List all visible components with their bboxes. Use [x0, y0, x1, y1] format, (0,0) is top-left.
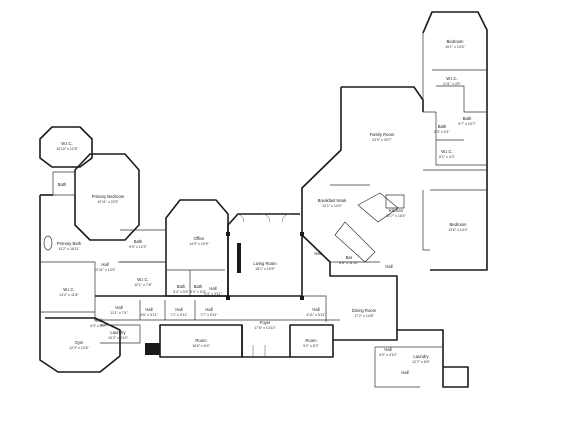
room-label-hall-e: Hall: [205, 307, 212, 312]
room-dims-breakfast-nook: 12'1" x 14'0": [322, 204, 342, 208]
room-label-room-right: Room: [305, 338, 317, 343]
room-label-laundry-left: Laundry: [110, 330, 126, 335]
room-label-bath-a: Bath: [177, 284, 186, 289]
room-dims-primary-bath: 13'2" x 18'11": [58, 247, 80, 251]
room-label-hall-f: Hall: [312, 307, 319, 312]
room-dims-wic-small: 12'1" x 7'8": [134, 283, 152, 287]
room-dims-hall-g: 4'3" x 6'0": [90, 324, 106, 328]
room-dims-bath-mid: 8'3" x 5'1": [434, 130, 450, 134]
room-label-living-room: Living Room: [253, 261, 277, 266]
room-label-foyer: Foyer: [260, 320, 271, 325]
room-label-gym: Gym: [75, 340, 84, 345]
room-label-hall-l: Hall: [209, 286, 216, 291]
room-label-bath-primary: Bath: [134, 239, 143, 244]
room-label-bar: Bar: [346, 255, 353, 260]
room-label-bedroom-top: Bedroom: [447, 39, 465, 44]
room-label-bath-mid: Bath: [438, 124, 447, 129]
room-dims-gym: 12'3" x 12'6": [69, 346, 89, 350]
room-dims-hall-h: 9'0" x 4'10": [379, 353, 397, 357]
room-dims-bath-top: 9'7" x 10'7": [458, 122, 476, 126]
room-dims-hall-c: 4'6" x 5'11": [140, 313, 158, 317]
room-dims-living-room: 18'1" x 19'9": [255, 267, 275, 271]
room-label-hall-a: Hall: [101, 262, 108, 267]
room-label-wic-small: W.I.C.: [137, 277, 148, 282]
room-label-room-left: Room: [195, 338, 207, 343]
room-dims-dining-room: 17'2" x 14'8": [354, 314, 374, 318]
room-label-primary-bedroom: Primary Bedroom: [92, 194, 125, 199]
room-dims-wic-bath: 13'2" x 11'8": [59, 293, 79, 297]
room-label-breakfast-nook: Breakfast Nook: [318, 198, 348, 203]
room-dims-hall-f: 4'11" x 5'11": [306, 313, 326, 317]
room-label-hall-g: Hall: [94, 318, 101, 323]
room-label-hall-j: Hall: [401, 370, 408, 375]
room-dims-wic-mid: 8'1" x 4'3": [439, 155, 455, 159]
room-dims-bedroom-right: 13'6" x 14'4": [448, 228, 468, 232]
room-label-wic-mid: W.I.C.: [441, 149, 452, 154]
room-dims-bath-a: 5'4" x 5'5": [173, 290, 189, 294]
room-label-kitchen: Kitchen: [389, 208, 404, 213]
room-label-bedroom-right: Bedroom: [450, 222, 468, 227]
room-dims-hall-l: 9'4" x 3'11": [204, 292, 222, 296]
room-dims-room-left: 18'6" x 8'4": [192, 344, 210, 348]
room-dims-hall-e: 7'7" x 5'11": [200, 313, 218, 317]
room-dims-kitchen: 20'7" x 18'4": [386, 214, 406, 218]
room-label-hall-k: Hall: [314, 251, 321, 256]
room-dims-wic-left: 10'10" x 12'8": [56, 147, 78, 151]
room-label-bath-small: Bath: [58, 182, 67, 187]
room-label-hall-i: Hall: [385, 264, 392, 269]
room-label-bath-top: Bath: [463, 116, 472, 121]
room-label-hall-b: Hall: [115, 305, 122, 310]
room-label-office: Office: [194, 236, 206, 241]
room-label-hall-h: Hall: [384, 347, 391, 352]
room-label-hall-d: Hall: [175, 307, 182, 312]
room-dims-office: 14'9" x 19'9": [189, 242, 209, 246]
room-dims-primary-bedroom: 19'11" x 23'3": [97, 200, 119, 204]
room-dims-bedroom-top: 15'1" x 14'6": [445, 45, 465, 49]
room-dims-laundry-right: 12'7" x 8'9": [412, 360, 430, 364]
fixtures: [43, 213, 304, 357]
room-label-wic-left: W.I.C.: [61, 141, 72, 146]
room-dims-hall-a: 10'11" x 13'3": [94, 268, 116, 272]
room-dims-laundry-left: 10'3" x 5'10": [108, 336, 128, 340]
room-label-family-room: Family Room: [370, 132, 395, 137]
room-label-bath-b: Bath: [194, 284, 203, 289]
room-dims-family-room: 23'0" x 29'7": [372, 138, 392, 142]
room-dims-room-right: 9'2" x 8'2": [303, 344, 319, 348]
room-dims-hall-b: 11'1" x 7'4": [110, 311, 128, 315]
room-dims-wic-top: 4'11" x 4'9": [443, 82, 461, 86]
room-label-primary-bath: Primary Bath: [57, 241, 82, 246]
room-label-laundry-right: Laundry: [413, 354, 429, 359]
room-dims-bath-primary: 9'9" x 12'2": [129, 245, 147, 249]
room-dims-bath-b: 5'4" x 5'4": [190, 290, 206, 294]
room-label-wic-bath: W.I.C.: [63, 287, 74, 292]
room-label-dining-room: Dining Room: [352, 308, 377, 313]
room-dims-foyer: 17'8" x 13'10": [254, 326, 276, 330]
room-dims-bar: 8'8" x 11'10": [339, 261, 359, 265]
room-label-wic-top: W.I.C.: [446, 76, 457, 81]
room-label-hall-c: Hall: [145, 307, 152, 312]
room-dims-hall-d: 7'1" x 5'11": [170, 313, 188, 317]
